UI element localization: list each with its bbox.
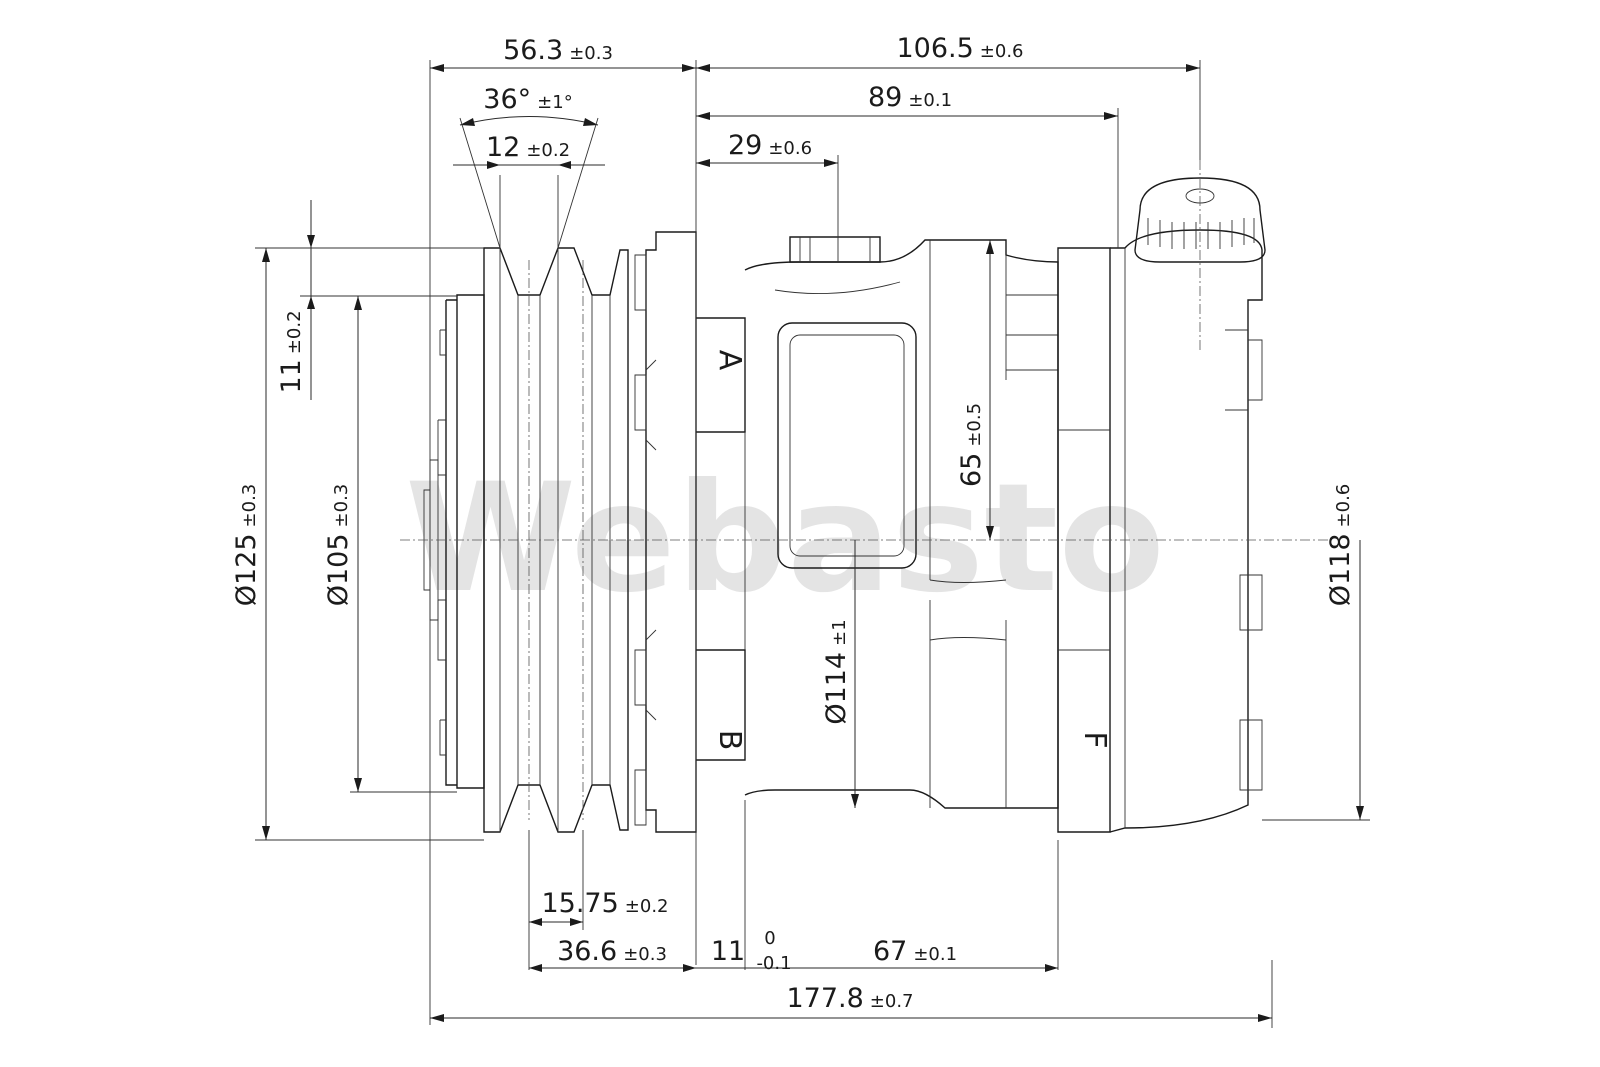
dim-dia-125: Ø125±0.3 [231, 484, 262, 607]
dim-dia-114: Ø114±1 [821, 619, 852, 724]
dim-65: 65±0.5 [956, 403, 987, 487]
dim-177-8: 177.8±0.7 [786, 983, 913, 1014]
dim-106-5: 106.5±0.6 [896, 33, 1023, 64]
dim-bot-11: 11 0 -0.1 [711, 928, 792, 974]
rear-head [1109, 229, 1263, 833]
dim-56-3: 56.3±0.3 [503, 35, 613, 66]
dim-left-11: 11±0.2 [276, 310, 307, 393]
dim-29: 29±0.6 [728, 130, 812, 161]
dim-bot-11-value: 11 [711, 936, 745, 967]
dim-bot-11-lower: -0.1 [756, 953, 791, 974]
dimension-lines [255, 60, 1370, 1028]
dim-dia-105: Ø105±0.3 [323, 484, 354, 607]
dim-groove-12: 12±0.2 [486, 132, 570, 163]
dim-15-75: 15.75±0.2 [541, 888, 668, 919]
mount-label-b: B [712, 730, 747, 751]
dim-dia-118: Ø118±0.6 [1325, 484, 1356, 607]
dim-36-6: 36.6±0.3 [557, 936, 667, 967]
dim-angle-36: 36°±1° [483, 84, 572, 115]
watermark-logo: Webasto [405, 452, 1165, 626]
dim-bot-11-upper: 0 [764, 928, 775, 949]
mount-label-a: A [712, 350, 747, 371]
dim-67: 67±0.1 [873, 936, 957, 967]
dimension-labels: 56.3±0.3 106.5±0.6 36°±1° 89±0.1 12±0.2 … [231, 33, 1356, 1014]
filler-cap [1134, 160, 1266, 350]
mount-label-f: F [1077, 731, 1112, 748]
dim-89: 89±0.1 [868, 82, 952, 113]
watermark-text: Webasto [405, 452, 1165, 626]
